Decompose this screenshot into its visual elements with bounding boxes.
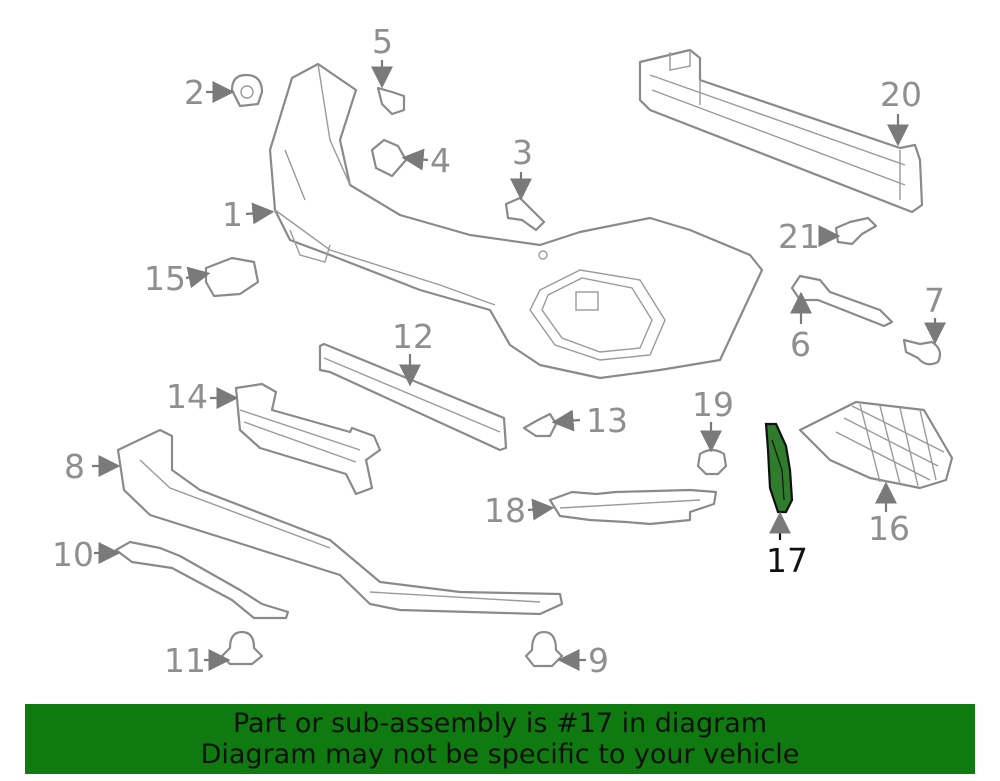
part-12-strip xyxy=(318,342,508,452)
callout-arrows xyxy=(92,60,946,671)
part-7-push-clip xyxy=(902,338,942,366)
part-10-strip xyxy=(114,540,290,620)
part-13-bolt xyxy=(522,412,558,438)
callout-10: 10 xyxy=(52,535,94,574)
part-18-bracket xyxy=(548,488,718,526)
banner-line-1: Part or sub-assembly is #17 in diagram xyxy=(232,708,768,739)
part-15-holder xyxy=(204,256,260,298)
part-5-screw xyxy=(376,86,406,116)
callout-14: 14 xyxy=(166,377,208,416)
part-3-bolt xyxy=(504,196,546,232)
callout-4: 4 xyxy=(430,141,451,180)
callout-2: 2 xyxy=(184,73,205,112)
callout-3: 3 xyxy=(512,133,533,172)
callout-17: 17 xyxy=(766,541,808,580)
part-8-lower-diffuser xyxy=(116,428,564,616)
part-16-grille xyxy=(798,400,954,490)
parts-diagram: 2 5 4 3 1 15 20 21 6 7 12 14 13 19 18 16… xyxy=(52,22,954,680)
part-6-side-bracket xyxy=(790,274,894,328)
callout-16: 16 xyxy=(868,509,910,548)
callout-7: 7 xyxy=(924,281,945,320)
banner-line-2: Diagram may not be specific to your vehi… xyxy=(200,739,800,770)
part-2-clip xyxy=(230,73,264,108)
part-11-clip xyxy=(220,630,264,666)
callout-8: 8 xyxy=(64,447,85,486)
callout-11: 11 xyxy=(164,641,206,680)
callout-6: 6 xyxy=(790,325,811,364)
part-19-clip xyxy=(696,448,728,476)
callout-12: 12 xyxy=(392,317,434,356)
part-20-reinforcement-beam xyxy=(638,48,924,214)
callout-15: 15 xyxy=(144,259,186,298)
part-9-clip xyxy=(524,630,564,668)
part-21-bolt xyxy=(834,216,878,246)
callout-19: 19 xyxy=(692,385,734,424)
callout-18: 18 xyxy=(484,491,526,530)
callout-9: 9 xyxy=(588,641,609,680)
callout-1: 1 xyxy=(222,195,243,234)
callout-labels: 2 5 4 3 1 15 20 21 6 7 12 14 13 19 18 16… xyxy=(52,22,945,680)
part-17-highlighted xyxy=(764,422,794,514)
callout-20: 20 xyxy=(880,75,922,114)
callout-13: 13 xyxy=(586,401,628,440)
part-4-bracket xyxy=(370,138,408,178)
callout-5: 5 xyxy=(372,22,393,61)
callout-21: 21 xyxy=(778,217,820,256)
part-14-bracket xyxy=(234,382,382,496)
part-1-bumper-cover xyxy=(268,62,764,380)
info-banner: Part or sub-assembly is #17 in diagram D… xyxy=(25,704,975,774)
